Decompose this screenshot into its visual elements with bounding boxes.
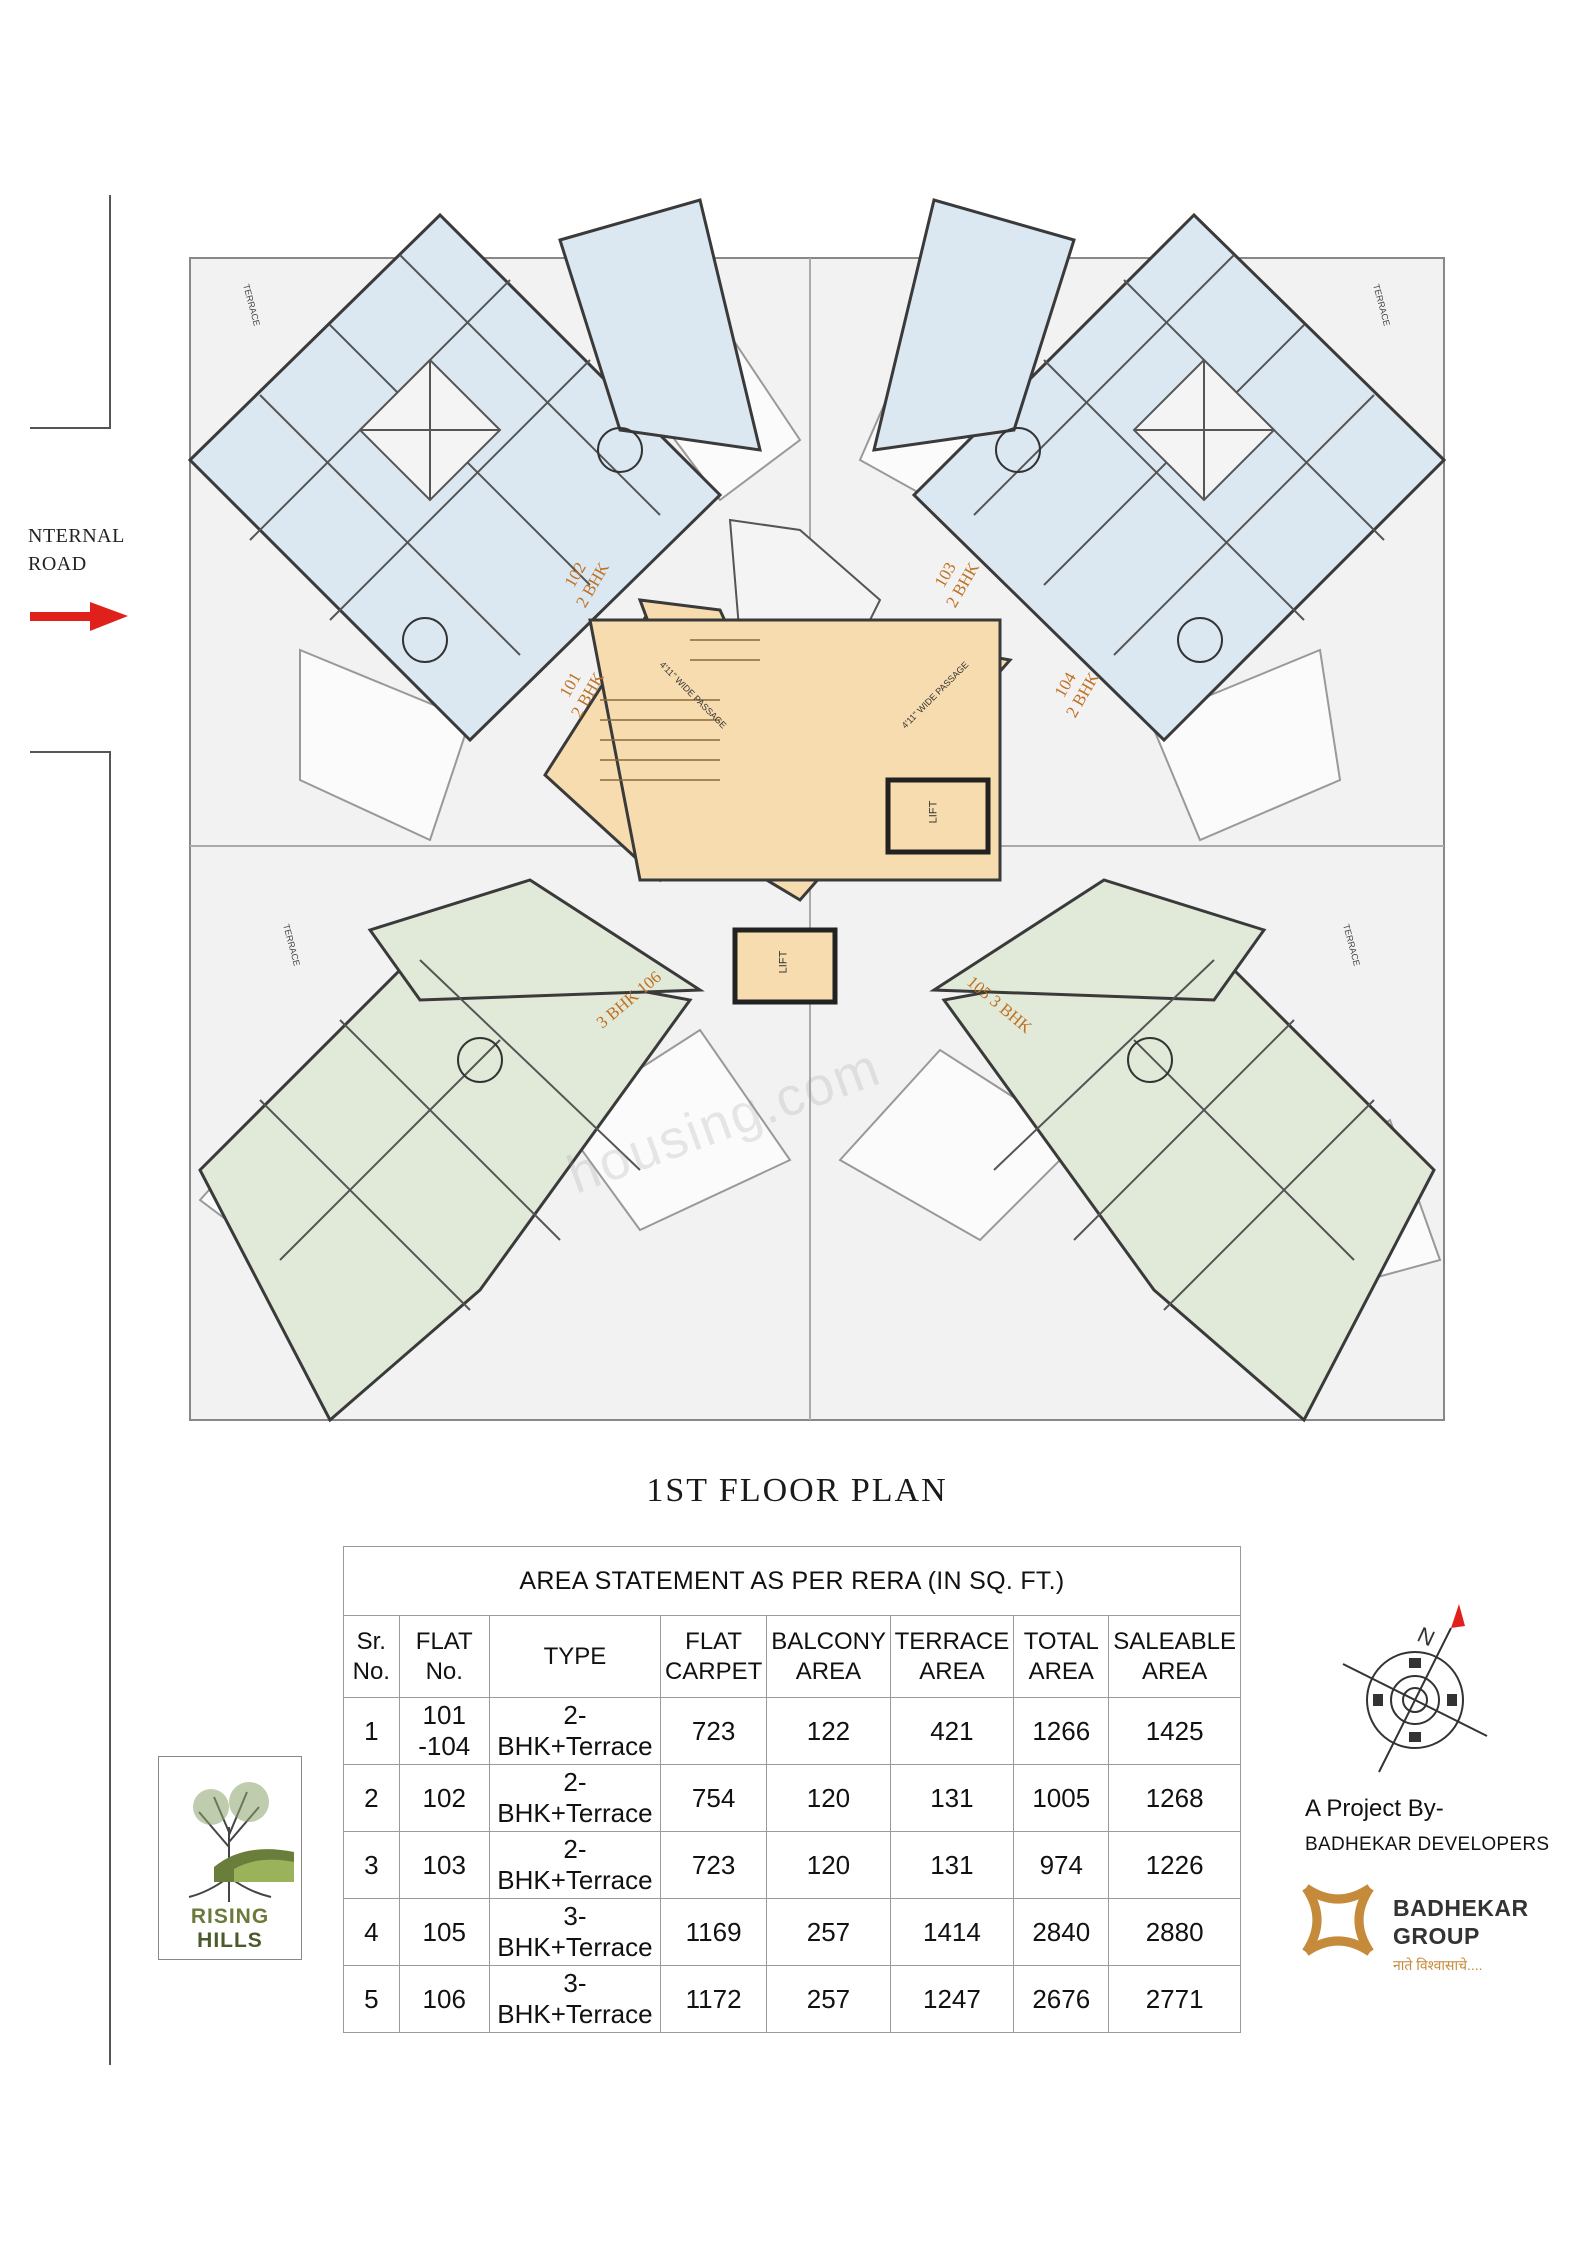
table-cell: 5 xyxy=(343,1965,400,2033)
col-header: SALEABLE AREA xyxy=(1108,1615,1241,1698)
rising-hills-line1: RISING xyxy=(190,1905,270,1928)
developer-name: BADHEKAR DEVELOPERS xyxy=(1305,1834,1550,1855)
road-label-line2: ROAD xyxy=(28,553,87,575)
table-cell: 974 xyxy=(1013,1831,1110,1899)
badhekar-logo-icon xyxy=(1302,1884,1374,1956)
plan-title: 1ST FLOOR PLAN xyxy=(646,1472,948,1509)
col-header: FLAT No. xyxy=(398,1615,490,1698)
table-cell: 1172 xyxy=(659,1965,768,2033)
table-cell: 122 xyxy=(766,1697,891,1765)
road-arrow-icon xyxy=(30,602,128,631)
table-cell: 2 xyxy=(343,1764,400,1832)
rising-hills-logo: RISING HILLS xyxy=(158,1756,302,1960)
table-cell: 2676 xyxy=(1013,1965,1110,2033)
table-cell: 2-BHK+Terrace xyxy=(488,1697,661,1765)
table-cell: 131 xyxy=(889,1831,1015,1899)
table-cell: 1268 xyxy=(1108,1764,1241,1832)
table-cell: 106 xyxy=(398,1965,490,2033)
project-by-label: A Project By- xyxy=(1305,1795,1444,1822)
table-cell: 2-BHK+Terrace xyxy=(488,1764,661,1832)
badhekar-logo-line1: BADHEKAR xyxy=(1393,1895,1529,1921)
table-cell: 1226 xyxy=(1108,1831,1241,1899)
table-cell: 120 xyxy=(766,1764,891,1832)
table-cell: 1005 xyxy=(1013,1764,1110,1832)
table-cell: 3-BHK+Terrace xyxy=(488,1898,661,1966)
tree-icon xyxy=(188,1782,294,1902)
road-label: NTERNAL ROAD xyxy=(28,522,125,578)
table-cell: 102 xyxy=(398,1764,490,1832)
table-cell: 101 -104 xyxy=(398,1697,490,1765)
col-header: FLAT CARPET xyxy=(659,1615,768,1698)
area-statement-table: AREA STATEMENT AS PER RERA (IN SQ. FT.) … xyxy=(343,1546,1241,2033)
table-cell: 1266 xyxy=(1013,1697,1110,1765)
table-row: 1 101 -104 2-BHK+Terrace 723 122 421 126… xyxy=(343,1697,1241,1765)
rising-hills-line2: HILLS xyxy=(197,1929,263,1952)
lift-label-2: LIFT xyxy=(777,950,790,974)
table-cell: 723 xyxy=(659,1697,768,1765)
table-row: 4 105 3-BHK+Terrace 1169 257 1414 2840 2… xyxy=(343,1898,1241,1966)
col-header: Sr. No. xyxy=(343,1615,400,1698)
table-cell: 131 xyxy=(889,1764,1015,1832)
table-cell: 3-BHK+Terrace xyxy=(488,1965,661,2033)
table-cell: 2880 xyxy=(1108,1898,1241,1966)
table-row: 5 106 3-BHK+Terrace 1172 257 1247 2676 2… xyxy=(343,1965,1241,2033)
col-header: TERRACE AREA xyxy=(889,1615,1015,1698)
table-cell: 257 xyxy=(766,1898,891,1966)
table-cell: 2771 xyxy=(1108,1965,1241,2033)
table-cell: 1169 xyxy=(659,1898,768,1966)
table-cell: 103 xyxy=(398,1831,490,1899)
road-label-line1: NTERNAL xyxy=(28,525,125,547)
table-cell: 754 xyxy=(659,1764,768,1832)
table-cell: 421 xyxy=(889,1697,1015,1765)
col-header: TOTAL AREA xyxy=(1013,1615,1110,1698)
table-cell: 1 xyxy=(343,1697,400,1765)
table-cell: 2840 xyxy=(1013,1898,1110,1966)
table-cell: 1247 xyxy=(889,1965,1015,2033)
col-header: BALCONY AREA xyxy=(766,1615,891,1698)
badhekar-tagline: नाते विश्वासाचे.... xyxy=(1393,1957,1483,1973)
table-cell: 257 xyxy=(766,1965,891,2033)
compass-icon xyxy=(1342,1604,1488,1773)
table-cell: 4 xyxy=(343,1898,400,1966)
table-cell: 1414 xyxy=(889,1898,1015,1966)
badhekar-logo-line2: GROUP xyxy=(1393,1923,1480,1949)
col-header: TYPE xyxy=(488,1615,661,1698)
table-row: 2 102 2-BHK+Terrace 754 120 131 1005 126… xyxy=(343,1764,1241,1832)
table-cell: 105 xyxy=(398,1898,490,1966)
table-cell: 120 xyxy=(766,1831,891,1899)
table-header-row: Sr. No. FLAT No. TYPE FLAT CARPET BALCON… xyxy=(343,1615,1241,1698)
table-cell: 2-BHK+Terrace xyxy=(488,1831,661,1899)
table-cell: 1425 xyxy=(1108,1697,1241,1765)
table-row: 3 103 2-BHK+Terrace 723 120 131 974 1226 xyxy=(343,1831,1241,1899)
table-cell: 723 xyxy=(659,1831,768,1899)
table-cell: 3 xyxy=(343,1831,400,1899)
table-caption: AREA STATEMENT AS PER RERA (IN SQ. FT.) xyxy=(343,1546,1241,1616)
lift-label-1: LIFT xyxy=(927,800,940,824)
